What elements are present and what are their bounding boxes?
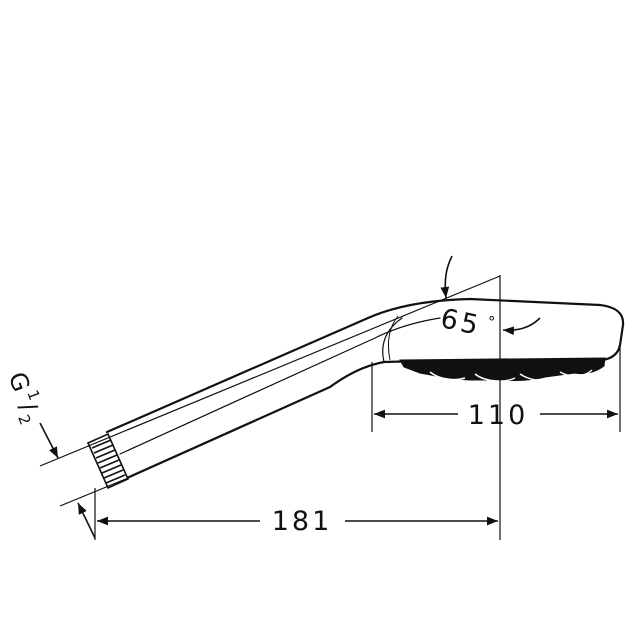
angle-65-label: 65	[438, 303, 484, 342]
handle-lower-edge	[125, 359, 422, 480]
handle-highlight-line	[119, 317, 441, 455]
spray-face	[399, 357, 606, 382]
thread-arrows	[39, 422, 96, 539]
thread-size-label: G 1 / 2	[3, 368, 44, 427]
dimension-110-label: 110	[468, 400, 529, 431]
hand-shower-body	[105, 297, 625, 480]
angle-degree-label: °	[488, 313, 496, 331]
handle-upper-edge	[105, 297, 625, 434]
extension-lines	[39, 275, 621, 540]
head-face-edge	[382, 317, 403, 363]
angle-65-annotation	[440, 255, 541, 336]
thread-connector	[86, 432, 130, 490]
dimension-181-label: 181	[272, 506, 333, 537]
